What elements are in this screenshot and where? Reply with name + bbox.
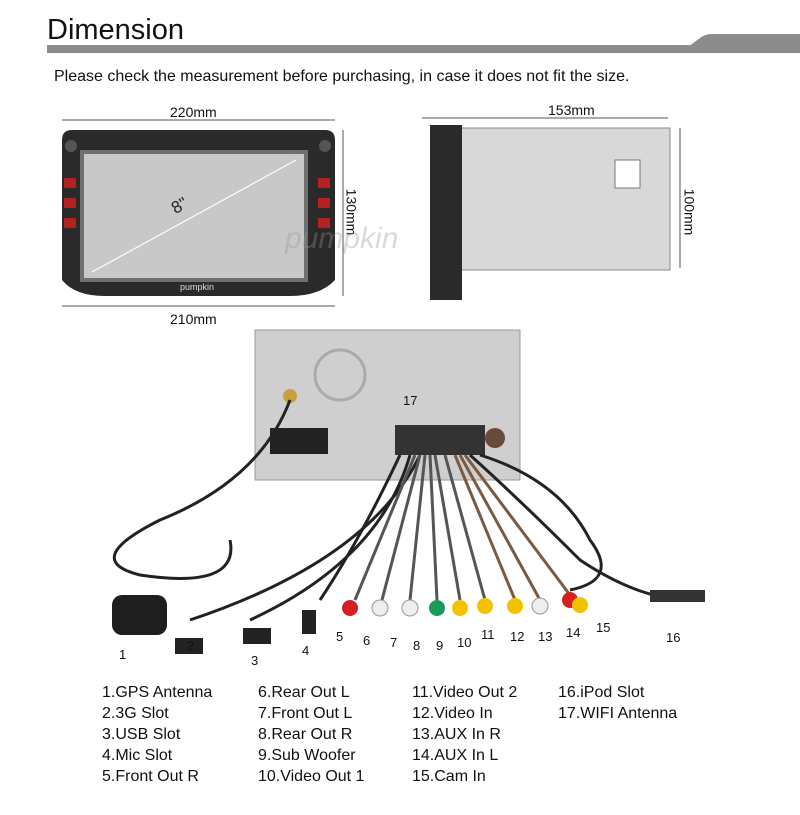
side-unit	[430, 125, 671, 300]
callout-10: 10	[457, 635, 472, 650]
callout-13: 13	[538, 629, 553, 644]
side-depth: 153mm	[548, 102, 595, 118]
legend-item: 10.Video Out 1	[258, 768, 365, 785]
callout-12: 12	[510, 629, 525, 644]
callout-4: 4	[302, 643, 310, 658]
page-title: Dimension	[47, 14, 184, 46]
legend-item: 8.Rear Out R	[258, 726, 353, 743]
gps-antenna	[112, 595, 167, 635]
front-width-top: 220mm	[170, 104, 217, 120]
legend-item: 11.Video Out 2	[412, 684, 518, 701]
legend-item: 6.Rear Out L	[258, 684, 350, 701]
side-height: 100mm	[681, 188, 698, 236]
legend-item: 4.Mic Slot	[102, 747, 173, 764]
callout-2: 2	[187, 638, 195, 653]
back-panel	[254, 329, 521, 481]
legend-item: 7.Front Out L	[258, 705, 353, 722]
callout-6: 6	[363, 633, 371, 648]
legend-item: 15.Cam In	[412, 768, 486, 785]
callout-8: 8	[413, 638, 421, 653]
callout-3: 3	[251, 653, 259, 668]
callout-1: 1	[119, 647, 127, 662]
legend-item: 3.USB Slot	[102, 726, 181, 743]
rca-connectors	[112, 590, 705, 654]
callout-7: 7	[390, 635, 398, 650]
callout-15: 15	[596, 620, 611, 635]
rca-wires	[353, 454, 572, 601]
legend-item: 17.WIFI Antenna	[558, 705, 678, 722]
dimension-lines	[62, 117, 681, 307]
callout-5: 5	[336, 629, 344, 644]
callout-16: 16	[666, 630, 681, 645]
legend-item: 5.Front Out R	[102, 768, 199, 785]
header-bar	[47, 45, 800, 53]
callout-17: 17	[403, 393, 418, 408]
header-tab	[680, 34, 800, 53]
legend-item: 9.Sub Woofer	[258, 747, 356, 764]
legend-item: 14.AUX In L	[412, 747, 499, 764]
brand-logo: pumpkin	[180, 282, 215, 292]
legend-item: 13.AUX In R	[412, 726, 501, 743]
callout-11: 11	[481, 627, 495, 642]
legend-item: 2.3G Slot	[102, 705, 169, 722]
front-width-bottom: 210mm	[170, 311, 217, 327]
watermark: pumpkin	[285, 222, 399, 255]
front-unit	[62, 130, 335, 296]
callout-14: 14	[566, 625, 581, 640]
subtitle: Please check the measurement before purc…	[54, 68, 630, 85]
legend-item: 16.iPod Slot	[558, 684, 645, 701]
callout-9: 9	[436, 638, 444, 653]
legend-item: 12.Video In	[412, 705, 493, 722]
legend-item: 1.GPS Antenna	[102, 684, 213, 701]
